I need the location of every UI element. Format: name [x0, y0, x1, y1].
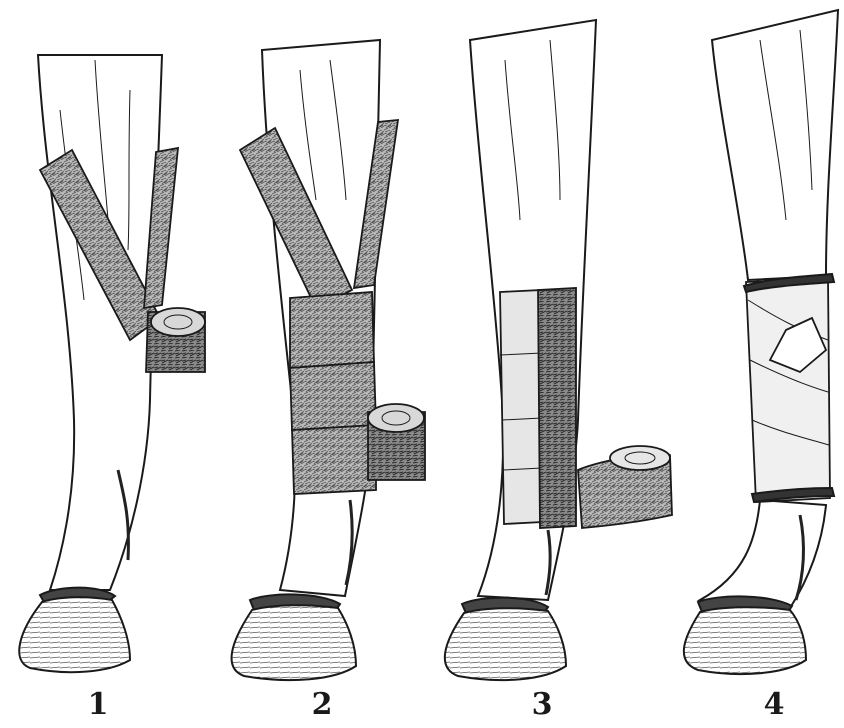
- panel-4-bandage: [744, 274, 834, 502]
- panel-2-label: 2: [302, 690, 342, 720]
- panel-3-hoof: [445, 598, 566, 680]
- panel-1-label: 1: [78, 690, 118, 720]
- panel-3-label: 3: [522, 690, 562, 720]
- panel-3-bandage: [500, 288, 672, 528]
- panel-1-hoof: [19, 588, 130, 673]
- panel-2-hoof: [232, 594, 356, 680]
- panel-4-label: 4: [754, 690, 794, 720]
- panel-4-hoof: [684, 596, 806, 674]
